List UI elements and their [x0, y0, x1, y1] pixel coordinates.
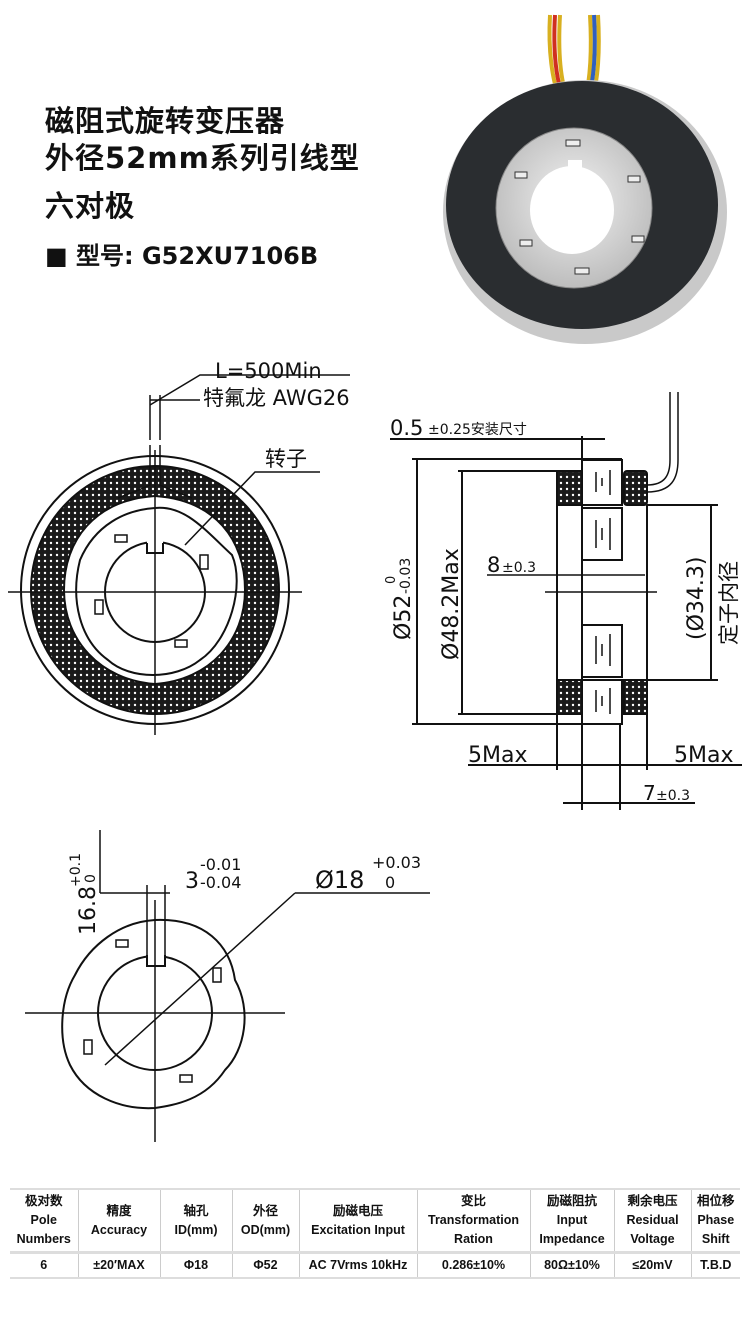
width-dimension: 8 — [487, 553, 500, 577]
key-height-dimension: 16.8 — [76, 886, 101, 935]
cell-phase-shift: T.B.D — [690, 1252, 740, 1278]
model-number: ■ 型号: G52XU7106B — [45, 242, 319, 270]
cell-pole-numbers: 6 — [40, 1258, 48, 1272]
cell-residual-voltage: ≤20mV — [613, 1252, 691, 1278]
lead-length-label: L=500Min — [215, 359, 322, 383]
bore-dimension: Ø18 — [315, 866, 364, 894]
cell-od: Φ52 — [231, 1252, 299, 1278]
cell-input-impedance: 80Ω±10% — [529, 1252, 614, 1278]
title-line-2: 外径52mm系列引线型 — [45, 141, 360, 175]
thickness-dimension: 7 — [643, 781, 656, 805]
cell-id: Φ18 — [159, 1252, 232, 1278]
left-max-dimension: 5Max — [468, 743, 527, 768]
side-view-drawing — [390, 392, 742, 810]
wire-spec-label: 特氟龙 AWG26 — [203, 386, 350, 410]
od-tol-upper: 0 — [384, 576, 399, 584]
table-row: 6 ±20′MAX Φ18 Φ52 AC 7Vrms 10kHz 0.286±1… — [10, 1252, 740, 1278]
key-width-tol-upper: -0.01 — [200, 855, 241, 874]
key-width-tol-lower: -0.04 — [200, 873, 241, 892]
mount-tolerance: ±0.25安装尺寸 — [428, 422, 527, 438]
bore-tol-lower: 0 — [385, 873, 395, 892]
rotor-view-drawing — [25, 830, 430, 1142]
rotor-label: 转子 — [265, 447, 307, 471]
stator-id-label: 定子内径 — [717, 561, 741, 645]
key-height-tol-lower: 0 — [83, 874, 99, 883]
product-photo — [443, 14, 727, 344]
cell-excitation-input: AC 7Vrms 10kHz — [298, 1252, 417, 1278]
title-line-3: 六对极 — [45, 189, 136, 223]
od-tol-lower: -0.03 — [398, 558, 414, 594]
drawings: L=500Min 特氟龙 AWG26 转子 0.5 ±0.25安装尺寸 Ø52 … — [8, 14, 742, 1142]
thickness-tolerance: ±0.3 — [656, 788, 690, 804]
od-dimension: Ø52 — [391, 595, 416, 640]
width-tolerance: ±0.3 — [502, 560, 536, 576]
front-view-drawing — [8, 374, 350, 735]
cell-accuracy: ±20′MAX — [77, 1252, 160, 1278]
right-max-dimension: 5Max — [674, 743, 733, 768]
title-line-1: 磁阻式旋转变压器 — [45, 104, 286, 138]
stator-id-dimension: (Ø34.3) — [684, 557, 709, 640]
max-diameter: Ø48.2Max — [439, 548, 464, 660]
cell-transformation-ratio: 0.286±10% — [416, 1252, 530, 1278]
key-width-dimension: 3 — [185, 869, 199, 894]
key-height-tol-upper: +0.1 — [68, 853, 84, 887]
mount-dimension: 0.5 — [390, 416, 423, 440]
bore-tol-upper: +0.03 — [372, 853, 421, 872]
